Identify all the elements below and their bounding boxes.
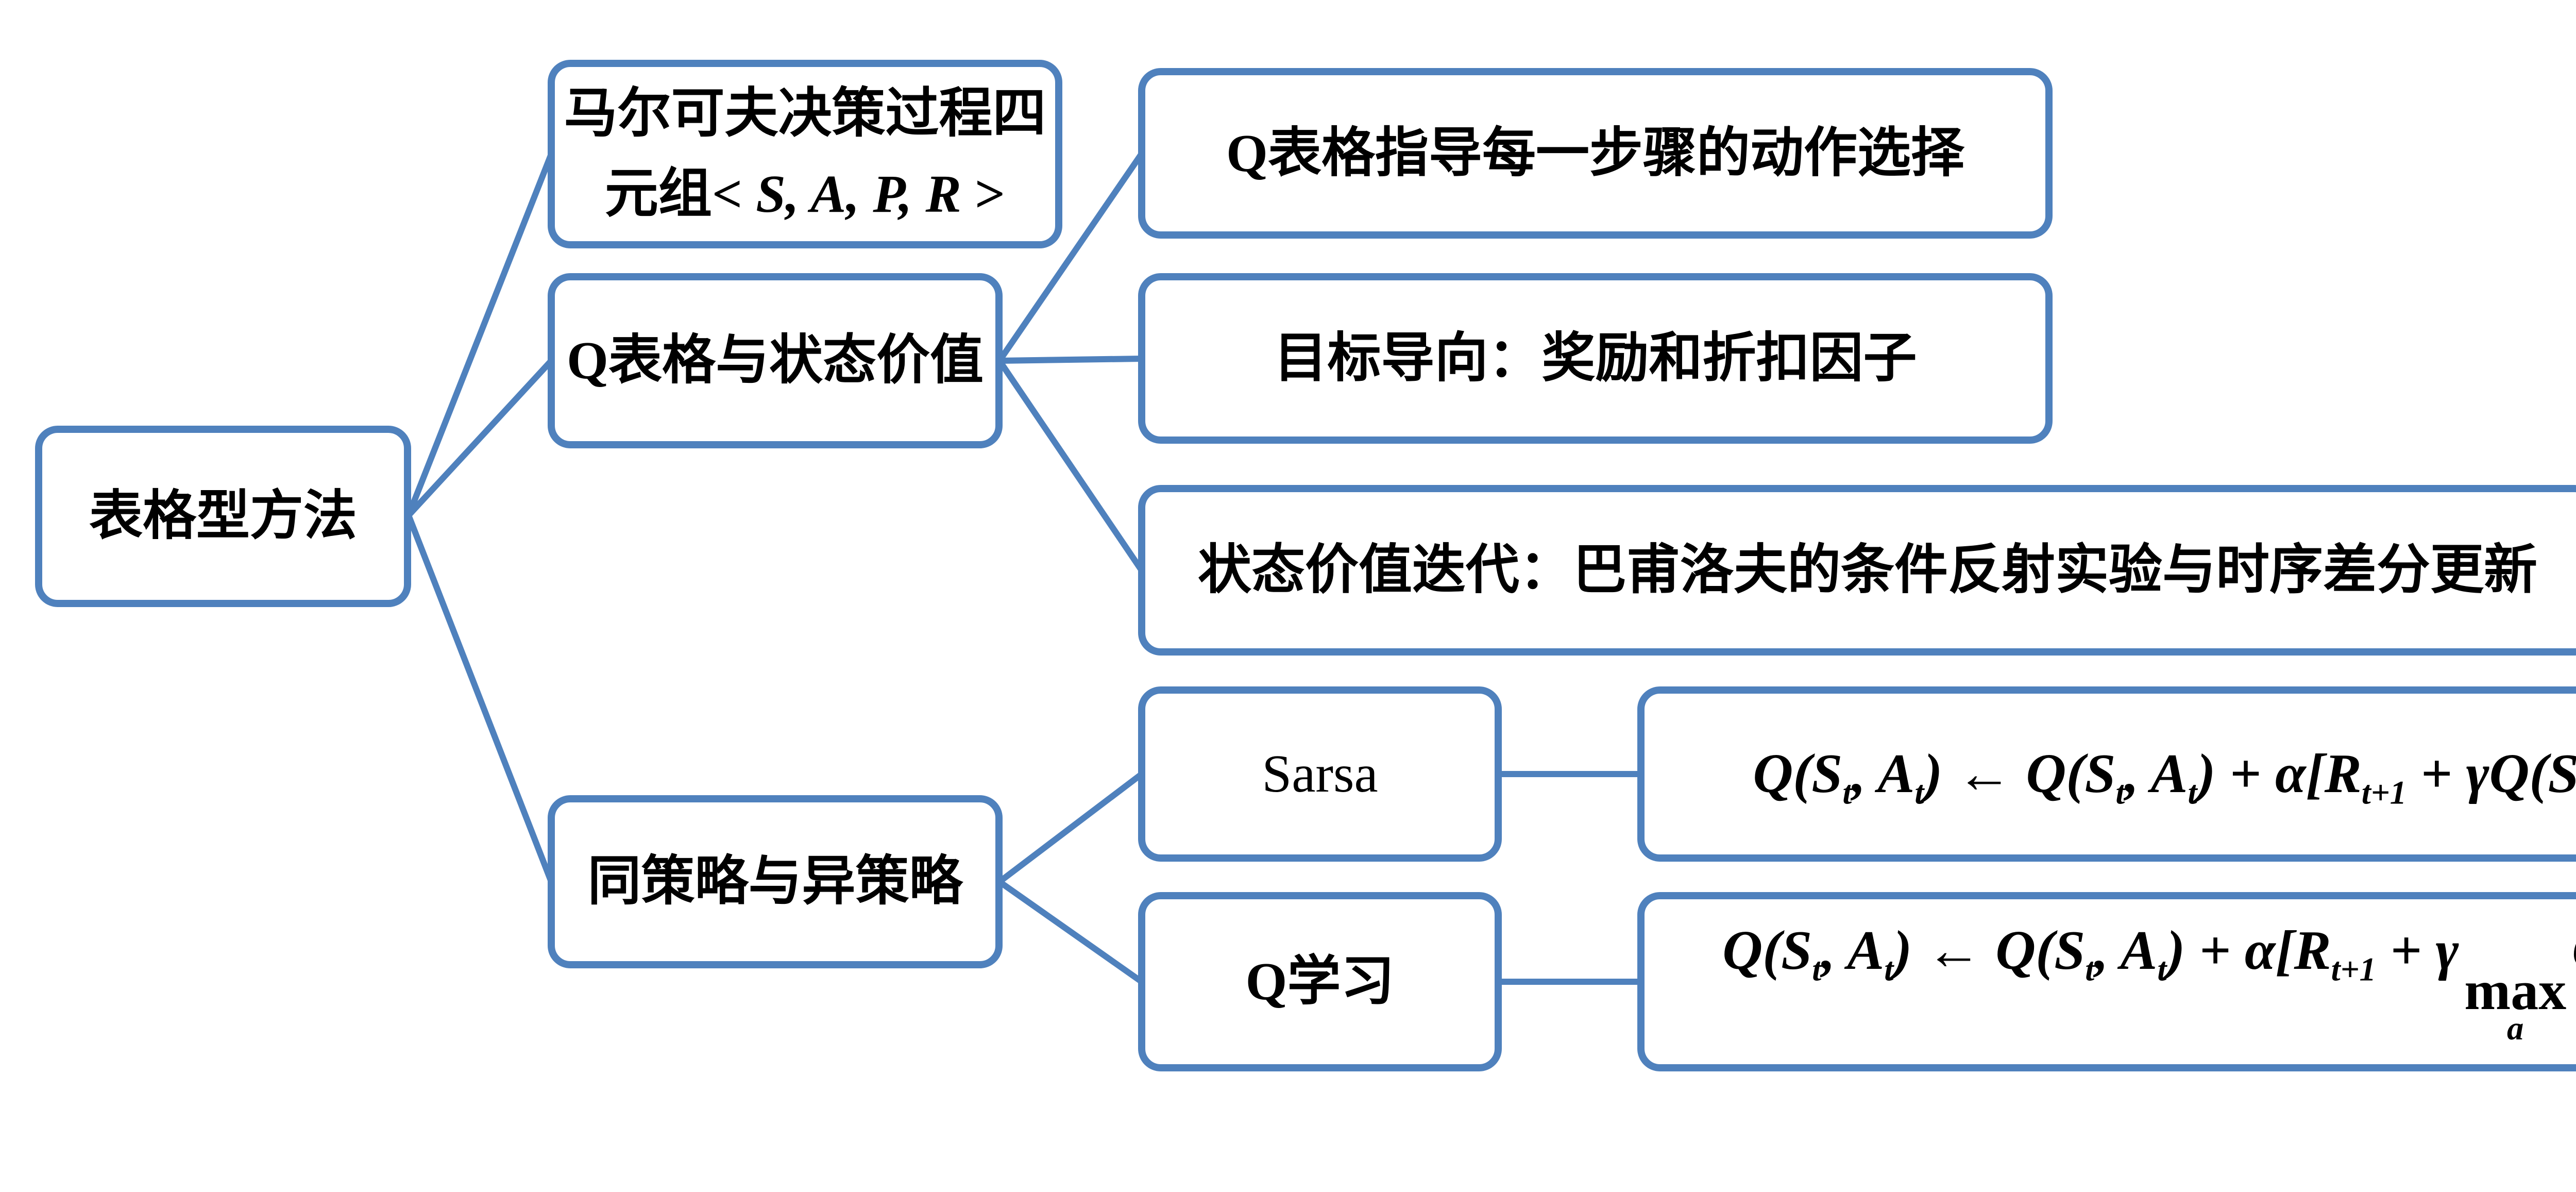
formula-sub: t+1 [2331, 951, 2376, 988]
formula-text: Q(S [1753, 743, 1843, 804]
tuple-suffix: > [974, 164, 1006, 224]
connector-policy-sarsa [997, 771, 1144, 884]
node-q-learning: Q学习 [1138, 892, 1502, 1071]
sarsa-formula: Q(St, At) ← Q(St, At) + α[Rt+1 + γQ(St+1… [1753, 743, 2576, 810]
formula-text: , A [2125, 743, 2188, 804]
formula-sub: t [2157, 951, 2167, 988]
formula-text: ) + α[R [2166, 920, 2331, 982]
node-label: Q学习 [1245, 952, 1395, 1011]
node-label: Q表格与状态价值 [567, 331, 984, 390]
connector-qtable-leaf1 [997, 152, 1144, 363]
connector-qtable-leaf2 [999, 356, 1142, 364]
formula-sub: t [1842, 774, 1852, 812]
formula-text: ) ← Q(S [1893, 920, 2086, 982]
formula-text: , A [1852, 743, 1915, 804]
tuple-prefix: 元组< [604, 164, 743, 224]
node-sarsa: Sarsa [1138, 686, 1502, 862]
node-label: Sarsa [1262, 744, 1378, 803]
formula-text: ) + α[R [2197, 743, 2362, 804]
node-qtable-state-value: Q表格与状态价值 [548, 273, 1003, 448]
formula-text: + γ [2376, 920, 2459, 982]
connector-root-qtable [406, 358, 554, 518]
node-tabular-methods: 表格型方法 [35, 426, 411, 607]
formula-text: , A [1821, 920, 1885, 982]
formula-sub: t [2085, 951, 2095, 988]
formula-sub: t [1914, 774, 1924, 812]
formula-sub: t [1884, 951, 1894, 988]
formula-text: ) ← Q(S [1924, 743, 2116, 804]
connector-root-policy [405, 514, 554, 883]
node-label: 目标导向：奖励和折扣因子 [1274, 328, 1917, 388]
connector-qtable-leaf3 [997, 359, 1144, 573]
max-label: max [2464, 960, 2567, 1021]
max-arg: a [2507, 1010, 2524, 1047]
tuple-variables: S, A, P, R [742, 164, 975, 224]
formula-sub: t [1812, 951, 1822, 988]
formula-text: Q(S [2572, 920, 2576, 981]
node-mdp-tuple: 马尔可夫决策过程四 元组< S, A, P, R > [548, 60, 1062, 248]
connector-root-mdp [405, 153, 554, 517]
node-label: Q表格指导每一步骤的动作选择 [1226, 123, 1964, 183]
formula-sub: t+1 [2361, 774, 2407, 812]
node-sarsa-update-formula: Q(St, At) ← Q(St, At) + α[Rt+1 + γQ(St+1… [1637, 686, 2576, 862]
formula-text: + γQ(S [2406, 743, 2576, 804]
formula-text: Q(S [1722, 920, 1812, 982]
node-on-policy-off-policy: 同策略与异策略 [548, 795, 1003, 968]
node-label: 表格型方法 [89, 486, 357, 546]
node-goal-oriented: 目标导向：奖励和折扣因子 [1138, 273, 2053, 444]
q-learning-formula: Q(St, At) ← Q(St, At) + α[Rt+1 + γmaxaQ(… [1722, 920, 2576, 1047]
node-label-line1: 马尔可夫决策过程四 [564, 84, 1046, 143]
connector-policy-qlearn [997, 879, 1144, 984]
formula-text: , A [2094, 920, 2158, 982]
node-action-selection: Q表格指导每一步骤的动作选择 [1138, 68, 2053, 239]
formula-sub: t [2115, 774, 2125, 812]
node-state-value-iteration: 状态价值迭代：巴甫洛夫的条件反射实验与时序差分更新 [1138, 485, 2576, 656]
node-label: 同策略与异策略 [587, 852, 963, 911]
formula-sub: t [2188, 774, 2197, 812]
node-q-learning-update-formula: Q(St, At) ← Q(St, At) + α[Rt+1 + γmaxaQ(… [1637, 892, 2576, 1071]
node-label-line2: 元组< S, A, P, R > [605, 154, 1005, 234]
node-label: 状态价值迭代：巴甫洛夫的条件反射实验与时序差分更新 [1197, 540, 2537, 600]
